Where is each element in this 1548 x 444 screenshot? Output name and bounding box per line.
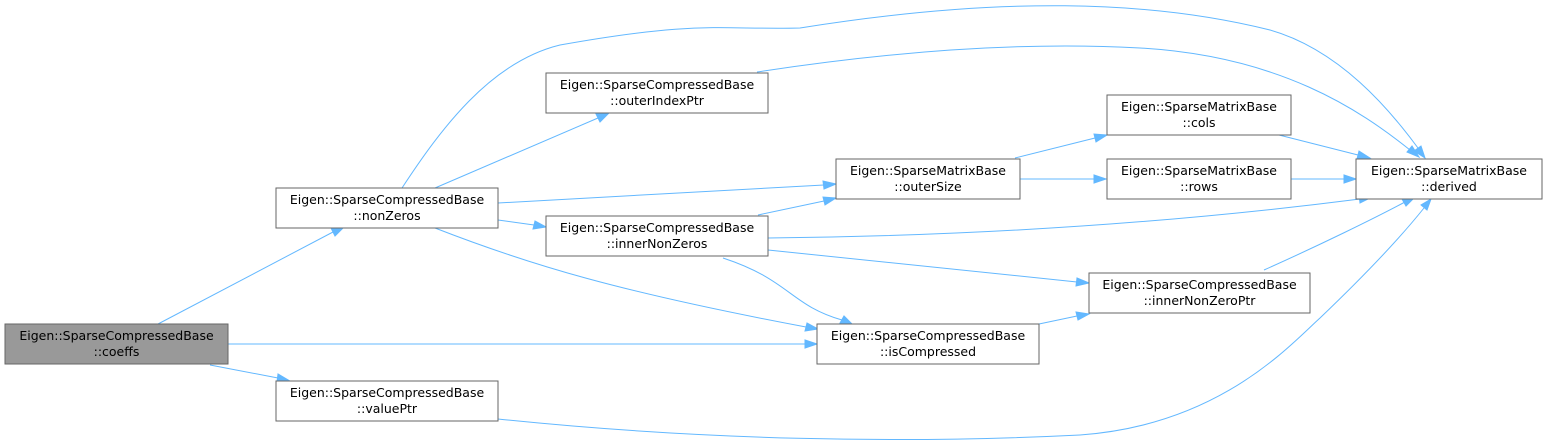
edge-arrowhead (532, 220, 548, 230)
node-innerNonZeroPtr-line2: ::innerNonZeroPtr (1144, 293, 1257, 308)
edge-coeffs-valuePtr (209, 364, 279, 379)
edge-arrowhead (804, 322, 820, 332)
edge-arrowhead (1075, 277, 1091, 287)
edge-nonZeros-derived (401, 5, 1419, 189)
node-rows[interactable]: Eigen::SparseMatrixBase ::rows (1106, 158, 1292, 200)
node-innerNonZeros-line2: ::innerNonZeros (607, 236, 708, 251)
edge-innerNonZeros-derived (767, 198, 1361, 239)
edges-layer (157, 5, 1432, 441)
edge-arrowhead (804, 339, 819, 349)
node-cols-line2: ::cols (1183, 115, 1216, 130)
node-cols[interactable]: Eigen::SparseMatrixBase ::cols (1106, 94, 1292, 136)
node-valuePtr-line1: Eigen::SparseCompressedBase (290, 385, 485, 400)
edge-nonZeros-innerNonZeros (497, 219, 535, 226)
node-innerNonZeroPtr-line1: Eigen::SparseCompressedBase (1102, 277, 1297, 292)
node-outerIndexPtr[interactable]: Eigen::SparseCompressedBase ::outerIndex… (545, 72, 769, 114)
node-nonZeros[interactable]: Eigen::SparseCompressedBase ::nonZeros (275, 187, 499, 229)
edge-outerIndexPtr-derived (756, 45, 1411, 151)
edge-arrowhead (1413, 145, 1426, 160)
edge-valuePtr-derived (497, 207, 1425, 441)
node-outerSize[interactable]: Eigen::SparseMatrixBase ::outerSize (835, 158, 1021, 200)
edge-innerNonZeros-outerSize (757, 200, 825, 216)
edge-arrowhead (822, 196, 838, 206)
node-coeffs-line2: ::coeffs (94, 344, 140, 359)
edge-arrowhead (595, 112, 611, 123)
edge-arrowhead (1356, 150, 1372, 160)
edge-arrowhead (1075, 311, 1091, 321)
nodes-layer: Eigen::SparseCompressedBase ::coeffs Eig… (4, 72, 1543, 422)
edge-innerNonZeroPtr-derived (1263, 201, 1406, 271)
node-nonZeros-line2: ::nonZeros (353, 208, 420, 223)
node-outerSize-line1: Eigen::SparseMatrixBase (850, 163, 1006, 178)
edge-arrowhead (1093, 133, 1109, 143)
node-rows-line1: Eigen::SparseMatrixBase (1121, 163, 1277, 178)
edge-arrowhead (1093, 174, 1108, 184)
node-outerSize-line2: ::outerSize (894, 179, 962, 194)
edge-arrowhead (822, 180, 838, 190)
edge-nonZeros-outerSize (497, 184, 825, 204)
node-coeffs[interactable]: Eigen::SparseCompressedBase ::coeffs (4, 323, 229, 365)
node-cols-line1: Eigen::SparseMatrixBase (1121, 99, 1277, 114)
edge-coeffs-nonZeros (157, 231, 334, 325)
node-coeffs-line1: Eigen::SparseCompressedBase (19, 328, 214, 343)
node-rows-line2: ::rows (1180, 179, 1218, 194)
node-nonZeros-line1: Eigen::SparseCompressedBase (290, 192, 485, 207)
edge-arrowhead (1420, 197, 1432, 211)
edge-arrowhead (1406, 145, 1421, 159)
node-outerIndexPtr-line2: ::outerIndexPtr (610, 93, 705, 108)
node-valuePtr[interactable]: Eigen::SparseCompressedBase ::valuePtr (275, 380, 499, 422)
node-derived-line2: ::derived (1421, 179, 1477, 194)
node-isCompressed[interactable]: Eigen::SparseCompressedBase ::isCompress… (816, 323, 1040, 365)
edge-nonZeros-isCompressed (434, 227, 807, 328)
edge-arrowhead (1343, 174, 1358, 184)
edge-outerSize-cols (1014, 137, 1096, 159)
node-valuePtr-line2: ::valuePtr (357, 401, 418, 416)
node-innerNonZeros-line1: Eigen::SparseCompressedBase (560, 220, 755, 235)
node-derived[interactable]: Eigen::SparseMatrixBase ::derived (1355, 158, 1543, 200)
edge-isCompressed-innerNonZeroPtr (1038, 315, 1078, 325)
node-innerNonZeros[interactable]: Eigen::SparseCompressedBase ::innerNonZe… (545, 215, 769, 257)
edge-innerNonZeros-isCompressed (722, 257, 843, 321)
node-isCompressed-line1: Eigen::SparseCompressedBase (831, 328, 1026, 343)
edge-nonZeros-outerIndexPtr (434, 117, 599, 189)
node-innerNonZeroPtr[interactable]: Eigen::SparseCompressedBase ::innerNonZe… (1088, 272, 1311, 314)
edge-cols-derived (1278, 134, 1359, 156)
node-isCompressed-line2: ::isCompressed (880, 344, 976, 359)
node-derived-line1: Eigen::SparseMatrixBase (1371, 163, 1527, 178)
edge-innerNonZeros-innerNonZeroPtr (767, 249, 1078, 283)
node-outerIndexPtr-line1: Eigen::SparseCompressedBase (560, 77, 755, 92)
